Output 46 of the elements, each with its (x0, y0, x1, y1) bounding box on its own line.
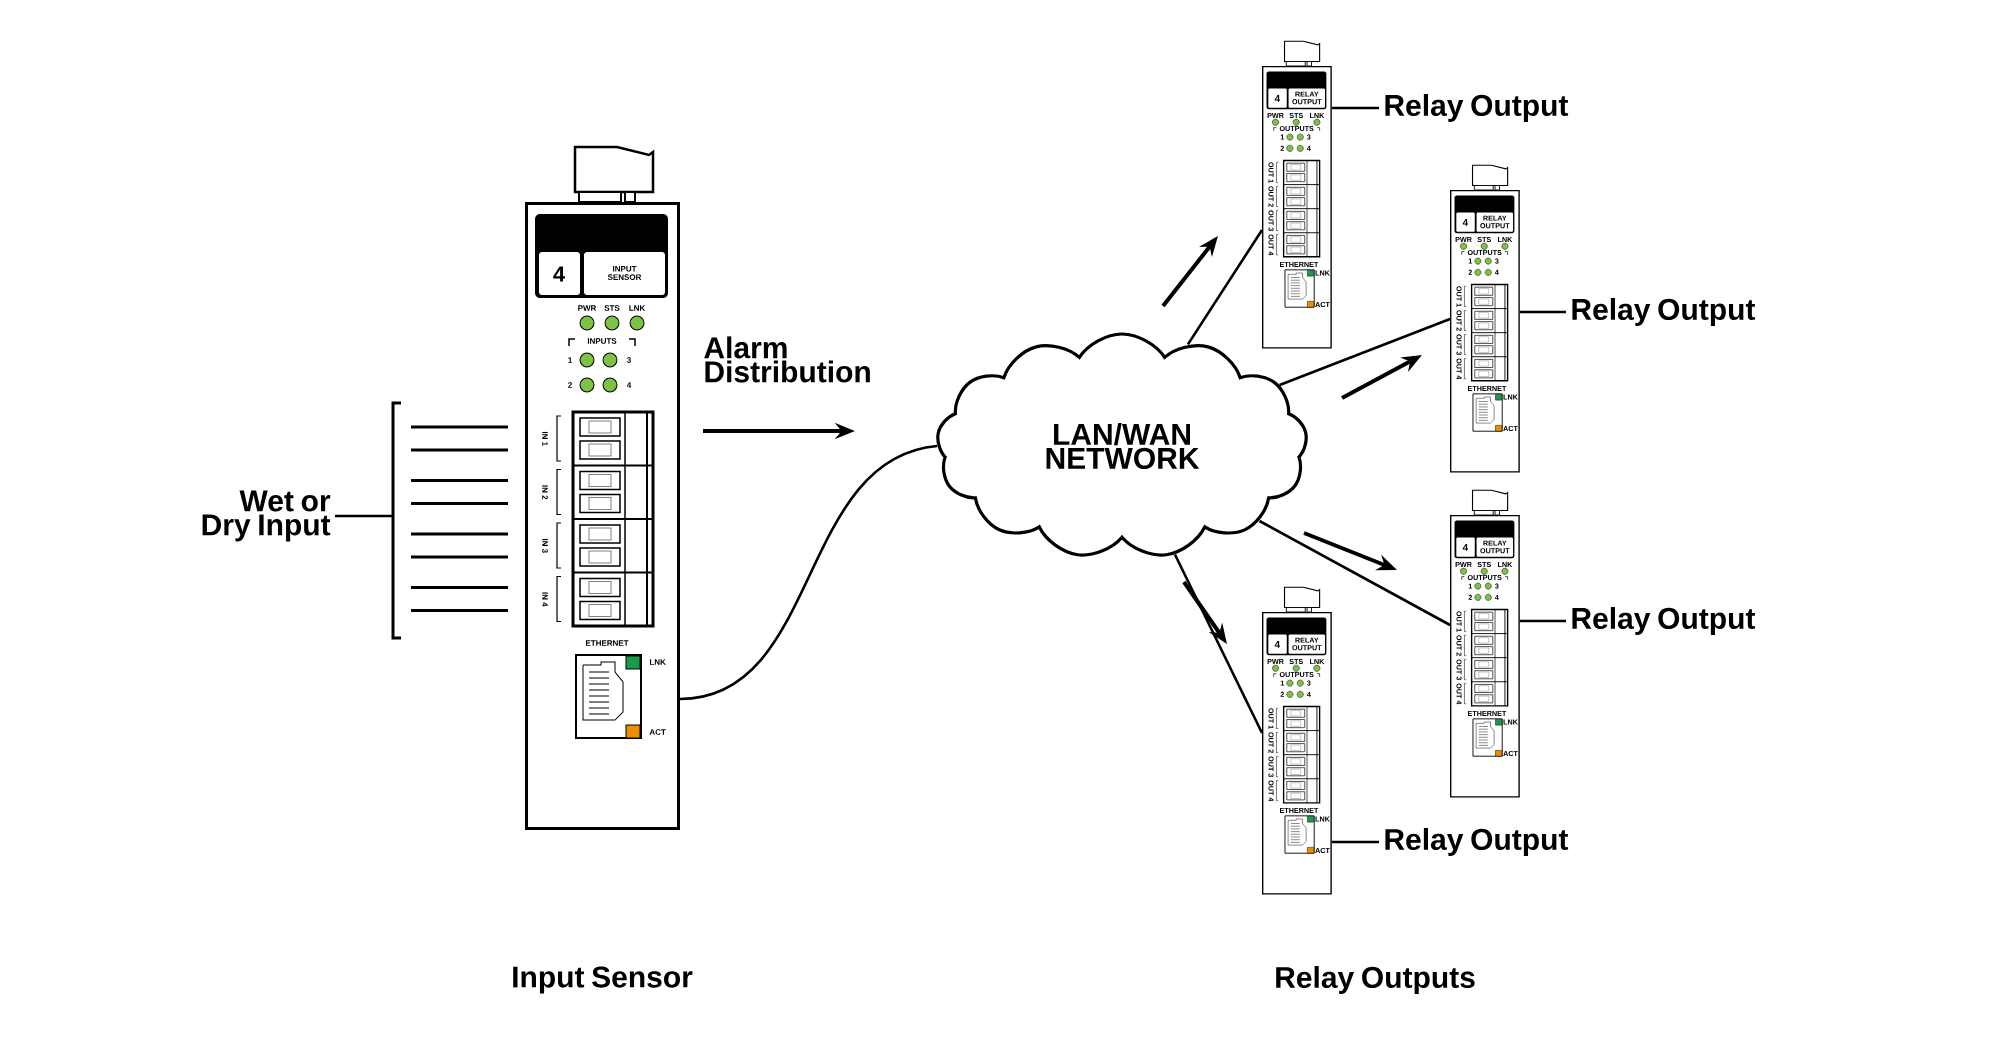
connector-line (679, 444, 938, 701)
connector-line (1258, 519, 1451, 627)
arrow-label: Alarm Distribution (704, 336, 870, 383)
panel-label: LNK (649, 659, 666, 665)
panel-label: STS (604, 305, 620, 311)
module-drawing (1262, 40, 1332, 349)
panel-label: LNK (629, 305, 646, 311)
leader-line (1519, 310, 1567, 314)
panel-label: IN 2 (542, 485, 548, 500)
module-drawing (1450, 489, 1520, 798)
panel-label: 4 (1274, 95, 1281, 102)
panel-label: 4 (626, 382, 632, 388)
panel-label: 4 (1274, 641, 1281, 648)
panel-label: IN 3 (542, 538, 548, 553)
module-drawing (1262, 586, 1332, 895)
callout-label: Relay Output (1572, 607, 1756, 635)
wire-bracket (391, 401, 401, 640)
panel-label: IN 4 (542, 592, 548, 607)
callout-label: Wet or Dry Input (202, 490, 331, 542)
module-drawing (525, 145, 680, 830)
caption: Relay Outputs (1276, 966, 1475, 994)
connector-line (1186, 229, 1264, 346)
connector-line (1279, 317, 1451, 387)
panel-label: 3 (626, 357, 631, 363)
panel-label: 2 (568, 382, 572, 388)
panel-label: ETHERNET (586, 640, 629, 646)
caption: Input Sensor (513, 966, 693, 994)
callout-label: Relay Output (1572, 298, 1756, 326)
callout-label: Relay Output (1385, 828, 1569, 856)
panel-label: 4 (1462, 544, 1469, 551)
leader-line (1331, 840, 1379, 844)
panel-label: 4 (553, 266, 565, 282)
panel-label: IN 1 (542, 431, 548, 446)
module-drawing (1450, 164, 1520, 473)
leader-line (1519, 619, 1567, 623)
panel-label: ACT (649, 729, 666, 735)
leader-line (1331, 106, 1379, 110)
panel-label: INPUTS (587, 338, 617, 344)
panel-label: PWR (578, 305, 597, 311)
connector-line (1173, 553, 1264, 734)
panel-label: 4 (1462, 219, 1469, 226)
panel-label: 1 (568, 357, 572, 363)
callout-label: Relay Output (1385, 94, 1569, 122)
panel-label: INPUT SENSOR (607, 266, 642, 280)
network-cloud: LAN/WAN NETWORK (936, 332, 1308, 557)
leader-line (335, 514, 392, 518)
